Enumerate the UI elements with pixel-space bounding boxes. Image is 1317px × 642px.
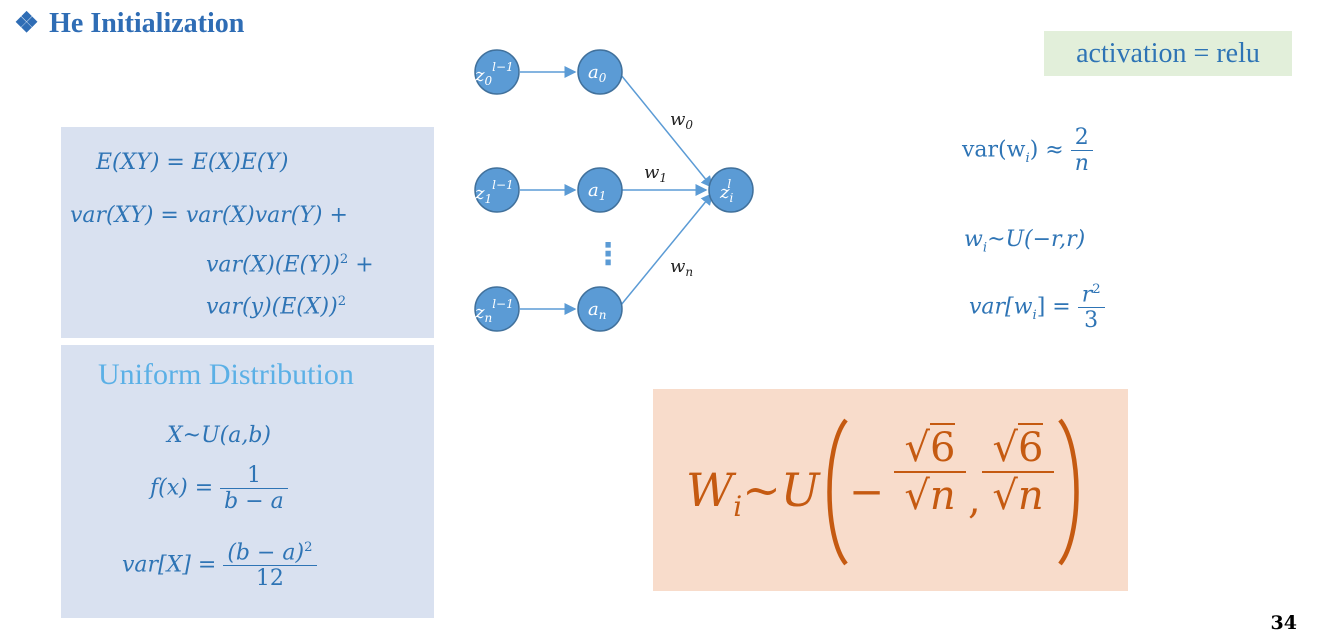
- input-label-z0: z0l−1: [474, 60, 514, 88]
- weight-label-w0: w0: [670, 109, 693, 132]
- activation-node-an: [577, 286, 623, 332]
- input-node-zn: [474, 286, 520, 332]
- right-paren-icon: [1058, 418, 1079, 566]
- left-paren-icon: [827, 418, 848, 566]
- weight-label-wn: wn: [670, 256, 693, 279]
- output-label-zi: zil: [719, 177, 733, 205]
- weight-label-w1: w1: [644, 162, 667, 185]
- edge-a0-output: [620, 74, 713, 189]
- uniform-distribution-panel: [61, 345, 434, 618]
- activation-label-an: an: [588, 299, 606, 322]
- he-initialization-result-box: [653, 389, 1128, 591]
- activation-node-a1: [577, 167, 623, 213]
- activation-node-a0: [577, 49, 623, 95]
- variance-product-equation-line2: var(X)(E(Y))2 +: [206, 252, 374, 278]
- he-initialization-formula: Wi~U − √6 √n , √6 √n: [686, 417, 1106, 567]
- variance-identities-panel: [61, 127, 434, 338]
- input-label-zn: znl−1: [474, 297, 514, 325]
- input-label-z1: z1l−1: [474, 178, 514, 206]
- activation-label-a1: a1: [588, 180, 606, 203]
- variance-product-equation-line3: var(y)(E(X))2: [206, 294, 347, 320]
- variance-product-equation-line1: var(XY) = var(X)var(Y) +: [70, 203, 348, 228]
- uniform-distribution-heading: Uniform Distribution: [98, 358, 354, 391]
- weight-uniform-distribution: wi~U(−r,r): [964, 227, 1086, 256]
- title-text: He Initialization: [49, 8, 245, 39]
- expectation-product-equation: E(XY) = E(X)E(Y): [96, 150, 289, 175]
- ellipsis-vertical: ⋮: [593, 237, 623, 272]
- activation-label-a0: a0: [588, 62, 607, 85]
- page-number: 34: [1270, 612, 1297, 634]
- activation-label-box: activation = relu: [1044, 31, 1292, 76]
- slide-title: ❖ He Initialization: [14, 6, 244, 40]
- edge-an-output: [620, 192, 713, 306]
- output-node-zi: [708, 167, 754, 213]
- uniform-definition-equation: X~U(a,b): [167, 423, 271, 448]
- input-node-z0: [474, 49, 520, 95]
- diamond-bullet-icon: ❖: [14, 8, 40, 39]
- input-node-z1: [474, 167, 520, 213]
